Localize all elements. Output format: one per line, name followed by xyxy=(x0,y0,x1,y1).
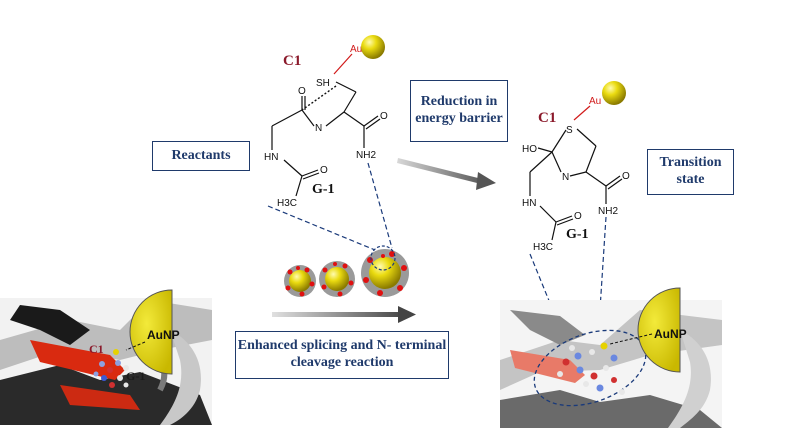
dotted-interaction xyxy=(301,85,337,111)
left-protein-panel: AuNP C1 G-1 xyxy=(0,289,212,425)
left-c1-label: C1 xyxy=(89,342,104,356)
transition-molecule xyxy=(529,128,623,241)
ts-au-label: Au xyxy=(589,96,601,107)
right-ligand-atoms xyxy=(557,342,625,395)
ts-hn-label: HN xyxy=(522,198,536,209)
transition-state-box: Transition state xyxy=(647,149,734,195)
reactant-nh2-label: NH2 xyxy=(356,150,376,161)
reactant-molecule xyxy=(271,81,381,197)
nanoparticle-large xyxy=(361,245,409,297)
ts-gold-atom xyxy=(602,81,626,105)
ts-au-s-bond xyxy=(573,105,591,121)
ts-g1-label: G-1 xyxy=(566,227,589,242)
diagonal-arrow xyxy=(397,158,496,190)
ts-n-label: N xyxy=(562,172,569,183)
dashed-connectors xyxy=(267,162,607,341)
left-g1-label: G-1 xyxy=(126,369,145,383)
ts-h3c-label: H3C xyxy=(533,242,553,253)
reactant-au-label: Au xyxy=(350,44,362,55)
nanoparticle-small xyxy=(284,265,316,297)
right-protein-panel: AuNP xyxy=(500,287,722,428)
reactant-g1-label: G-1 xyxy=(312,182,335,197)
ts-s-label: S xyxy=(566,125,573,136)
enhanced-splicing-box: Enhanced splicing and N- terminal cleava… xyxy=(235,331,449,379)
ts-o2-label: O xyxy=(574,211,582,222)
au-s-bond xyxy=(333,53,353,75)
ts-ho-label: HO xyxy=(522,144,537,155)
right-aunp-label: AuNP xyxy=(654,327,687,341)
reactant-h3c-label: H3C xyxy=(277,198,297,209)
reactant-n1-label: N xyxy=(315,123,322,134)
left-ligand-atoms xyxy=(93,349,129,388)
reactant-c1-label: C1 xyxy=(283,53,301,69)
nanoparticles xyxy=(284,245,409,297)
reactant-o3-label: O xyxy=(320,165,328,176)
ts-c1-label: C1 xyxy=(538,110,556,126)
reactants-box: Reactants xyxy=(152,141,250,171)
left-aunp-label: AuNP xyxy=(147,328,180,342)
reactant-hn-label: HN xyxy=(264,152,278,163)
ts-nh2-label: NH2 xyxy=(598,206,618,217)
nanoparticle-medium xyxy=(319,261,355,297)
reduction-box: Reduction in energy barrier xyxy=(410,80,508,142)
reactant-o2-label: O xyxy=(380,111,388,122)
ts-o1-label: O xyxy=(622,171,630,182)
reactant-o1-label: O xyxy=(298,86,306,97)
horizontal-arrow xyxy=(272,306,416,323)
reactant-sh-label: SH xyxy=(316,78,330,89)
reactant-gold-atom xyxy=(361,35,385,59)
